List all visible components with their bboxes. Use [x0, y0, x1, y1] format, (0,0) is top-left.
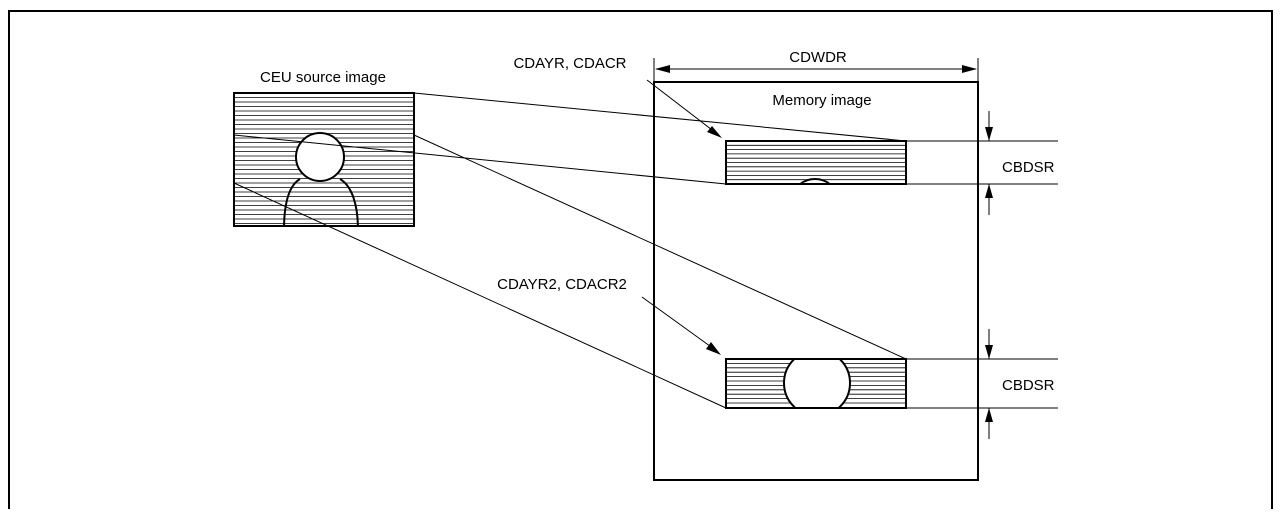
top-height-label: CBDSR: [1002, 159, 1055, 176]
bottom-height-dimension: CBDSR: [906, 329, 1058, 439]
source-image-block: CEU source image: [234, 69, 414, 230]
width-dimension: CDWDR: [654, 49, 978, 82]
figure-frame: [9, 11, 1272, 509]
bottom-target-block: [726, 350, 906, 416]
bottom-height-label: CBDSR: [1002, 377, 1055, 394]
bottom-address-label: CDAYR2, CDACR2: [497, 276, 627, 293]
top-target-hatching: [726, 145, 906, 179]
top-target-block: [726, 141, 906, 227]
top-height-dimension: CBDSR: [906, 111, 1058, 215]
top-address-label: CDAYR, CDACR: [513, 55, 626, 72]
top-address-leader: CDAYR, CDACR: [513, 55, 722, 138]
person-silhouette: [284, 133, 358, 230]
source-image-label: CEU source image: [260, 69, 386, 86]
memory-image-label: Memory image: [772, 92, 871, 109]
top-silhouette-slice: [791, 179, 839, 227]
bottom-address-leader: CDAYR2, CDACR2: [497, 276, 721, 355]
width-register-label: CDWDR: [789, 49, 847, 66]
